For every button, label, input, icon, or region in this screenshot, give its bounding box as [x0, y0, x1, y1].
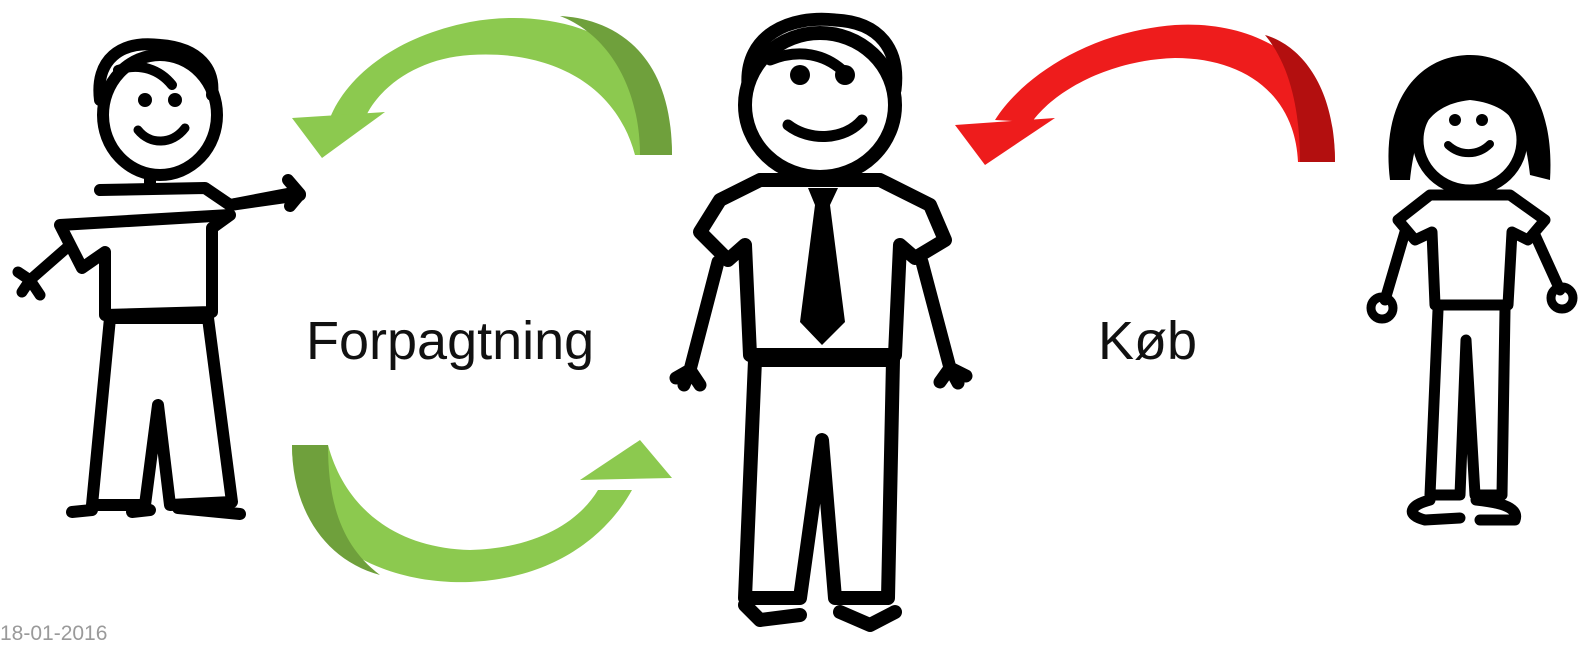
left-boy-figure	[18, 44, 300, 514]
lease-arrow-lower	[292, 440, 672, 582]
footer-date: 18-01-2016	[0, 622, 107, 646]
purchase-arrow	[955, 25, 1335, 165]
lease-arrow-upper	[292, 16, 672, 158]
purchase-label: Køb	[1098, 314, 1197, 368]
center-man-tie-figure	[676, 19, 966, 625]
right-girl-figure	[1371, 55, 1573, 520]
lease-label: Forpagtning	[306, 314, 594, 368]
